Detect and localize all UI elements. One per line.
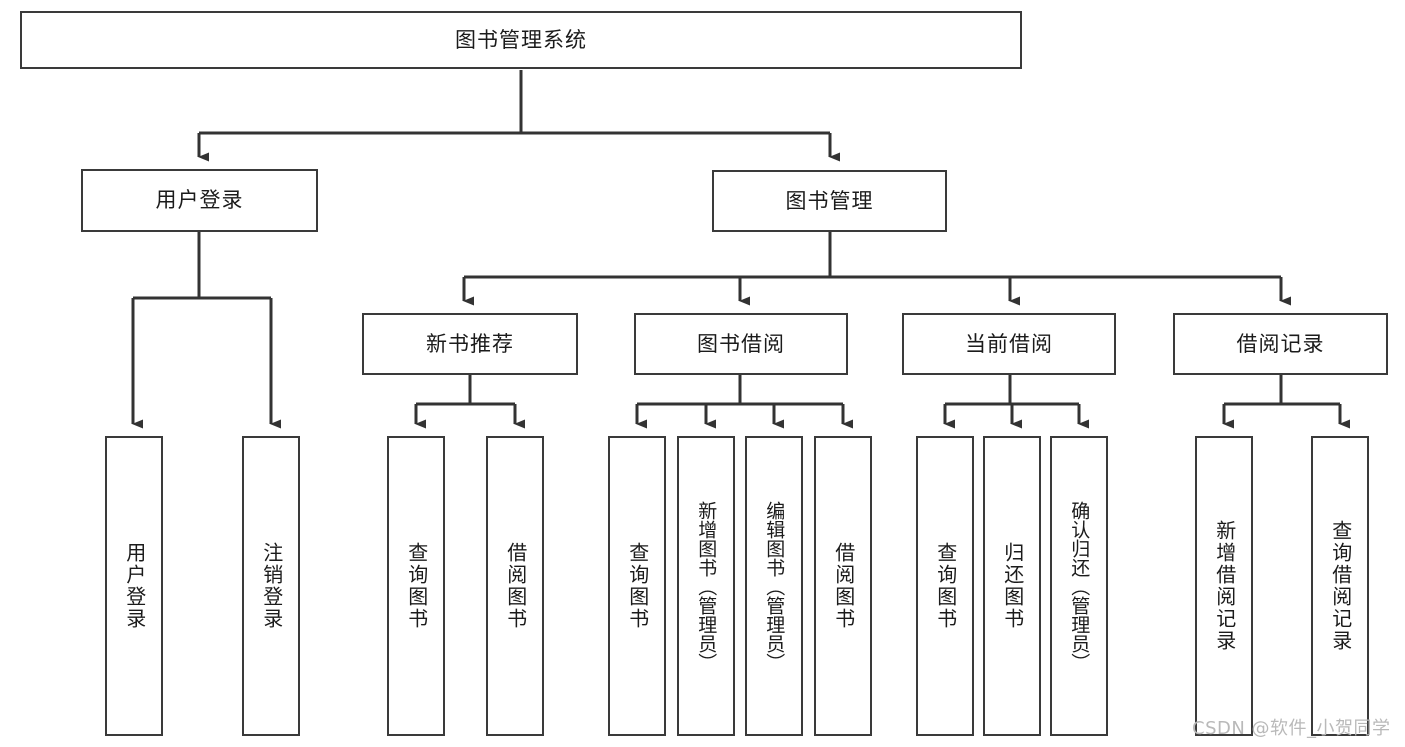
node-leaf-query-borrow-record[interactable]: 查询借阅记录 xyxy=(1311,436,1369,736)
node-label: 新增借阅记录 xyxy=(1212,520,1237,652)
node-label: 确认归还（管理员） xyxy=(1068,500,1091,672)
watermark-text: CSDN @软件_小贺同学 xyxy=(1192,718,1391,739)
node-book-management[interactable]: 图书管理 xyxy=(712,170,947,232)
node-user-login[interactable]: 用户登录 xyxy=(81,169,318,232)
node-label: 查询图书 xyxy=(625,542,650,630)
node-label: 借阅记录 xyxy=(1236,331,1325,356)
node-label: 新书推荐 xyxy=(426,331,514,356)
node-leaf-query-book-borrow[interactable]: 查询图书 xyxy=(608,436,666,736)
node-label: 用户登录 xyxy=(155,188,244,213)
node-label: 查询借阅记录 xyxy=(1328,520,1353,652)
node-new-book-recommend[interactable]: 新书推荐 xyxy=(362,313,578,375)
node-leaf-borrow-book-recommend[interactable]: 借阅图书 xyxy=(486,436,544,736)
node-label: 借阅图书 xyxy=(503,542,528,630)
node-label: 查询图书 xyxy=(933,542,958,630)
node-leaf-confirm-return-admin[interactable]: 确认归还（管理员） xyxy=(1050,436,1108,736)
node-root-book-management-system[interactable]: 图书管理系统 xyxy=(20,11,1022,69)
node-label: 借阅图书 xyxy=(831,542,856,630)
node-label: 编辑图书（管理员） xyxy=(763,500,786,672)
node-label: 注销登录 xyxy=(259,542,284,630)
csdn-watermark: CSDN @软件_小贺同学 xyxy=(1192,714,1391,740)
node-label: 查询图书 xyxy=(404,542,429,630)
node-leaf-add-borrow-record[interactable]: 新增借阅记录 xyxy=(1195,436,1253,736)
node-book-borrow[interactable]: 图书借阅 xyxy=(634,313,848,375)
node-label: 用户登录 xyxy=(122,542,147,630)
node-label: 归还图书 xyxy=(1000,542,1025,630)
node-leaf-query-book-recommend[interactable]: 查询图书 xyxy=(387,436,445,736)
node-leaf-logout[interactable]: 注销登录 xyxy=(242,436,300,736)
node-label: 当前借阅 xyxy=(965,331,1053,356)
node-leaf-add-book-admin[interactable]: 新增图书（管理员） xyxy=(677,436,735,736)
node-label: 图书借阅 xyxy=(697,331,785,356)
node-label: 新增图书（管理员） xyxy=(695,500,718,672)
node-label: 图书管理系统 xyxy=(455,27,587,52)
node-borrow-record[interactable]: 借阅记录 xyxy=(1173,313,1388,375)
node-current-borrow[interactable]: 当前借阅 xyxy=(902,313,1116,375)
node-leaf-return-book[interactable]: 归还图书 xyxy=(983,436,1041,736)
node-leaf-borrow-book[interactable]: 借阅图书 xyxy=(814,436,872,736)
node-leaf-user-login[interactable]: 用户登录 xyxy=(105,436,163,736)
node-leaf-edit-book-admin[interactable]: 编辑图书（管理员） xyxy=(745,436,803,736)
node-leaf-query-book-current[interactable]: 查询图书 xyxy=(916,436,974,736)
node-label: 图书管理 xyxy=(785,188,874,213)
